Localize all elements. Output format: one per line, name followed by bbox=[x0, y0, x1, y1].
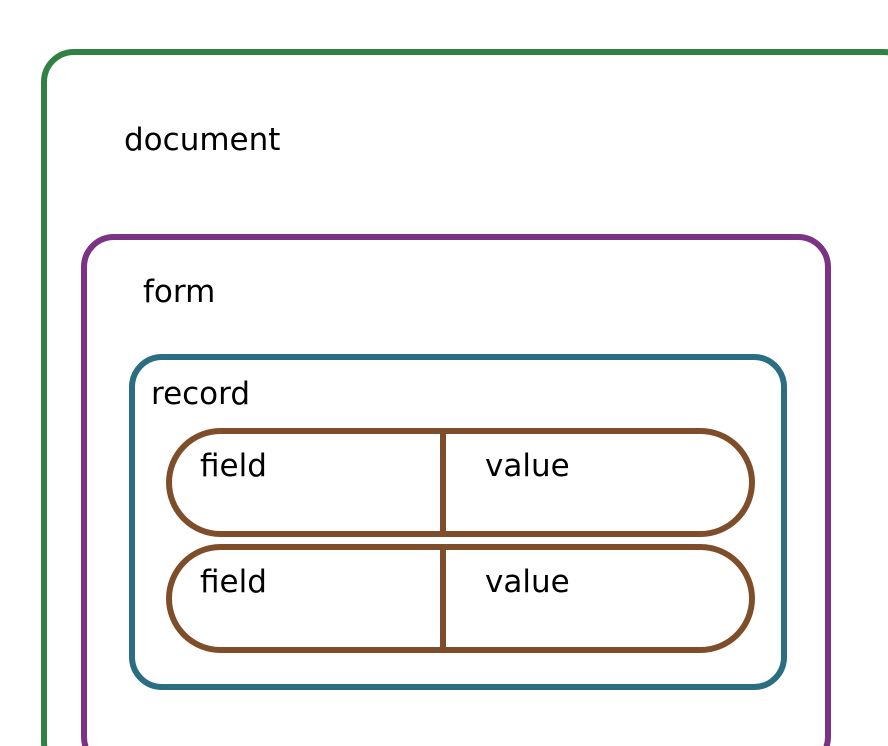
container-record[interactable]: record bbox=[129, 354, 787, 690]
record-label: record bbox=[151, 376, 250, 412]
row-field-value-1[interactable]: field value bbox=[166, 428, 755, 537]
form-label: form bbox=[143, 274, 215, 310]
document-label: document bbox=[124, 122, 280, 158]
document-border bbox=[41, 49, 888, 746]
form-border bbox=[81, 234, 831, 746]
value-cell-label-1: value bbox=[485, 448, 570, 484]
field-cell-label-2: field bbox=[200, 564, 267, 600]
container-document[interactable]: document bbox=[41, 49, 888, 746]
value-cell-label-2: value bbox=[485, 564, 570, 600]
field-cell-label-1: field bbox=[200, 448, 267, 484]
row-field-value-2[interactable]: field value bbox=[166, 544, 755, 653]
row-2-border bbox=[166, 544, 755, 653]
container-form[interactable]: form bbox=[81, 234, 831, 746]
row-1-border bbox=[166, 428, 755, 537]
record-border bbox=[129, 354, 787, 690]
